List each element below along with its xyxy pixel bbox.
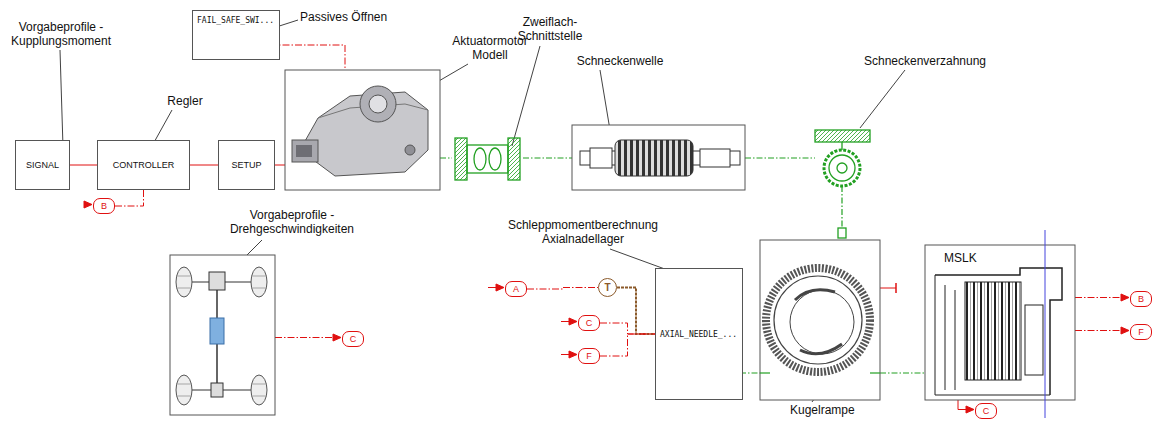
port-connector: C <box>342 331 364 347</box>
two-flat-coupling <box>455 138 520 180</box>
port-connector: B <box>1130 291 1152 307</box>
part-label: Vorgabeprofile - Drehgeschwindigkeiten <box>212 208 372 236</box>
signal-connector <box>527 288 598 290</box>
node-text: A <box>513 284 519 294</box>
signal-connector <box>600 334 655 356</box>
signal-connector <box>600 323 655 334</box>
worm-gear <box>815 130 870 238</box>
part-label: Zweiflach-Schnittstelle <box>505 15 595 43</box>
node-text: CONTROLLER <box>113 160 175 170</box>
node-text: SIGNAL <box>26 160 59 170</box>
actuator-motor <box>285 70 440 190</box>
part-label: Vorgabeprofile - Kupplungsmoment <box>5 20 117 48</box>
setup-block: SETUP <box>218 140 275 190</box>
node-text: B <box>101 201 107 211</box>
part-label: Schneckenwelle <box>560 54 680 68</box>
node-text: C <box>983 406 990 416</box>
signal-connector <box>70 165 97 166</box>
port-connector: C <box>975 403 997 419</box>
node-text: F <box>586 351 592 361</box>
port-connector: A <box>505 281 527 297</box>
bearing-block: AXIAL_NEEDLE_... <box>655 268 743 400</box>
signal-connector <box>617 288 655 335</box>
part-label: MSLK <box>944 251 988 265</box>
node-text: SETUP <box>231 160 261 170</box>
worm-shaft <box>572 125 745 190</box>
fail-safe-block: FAIL_SAFE_SWI... <box>192 10 280 60</box>
controller-block: CONTROLLER <box>97 140 190 190</box>
signal-connector <box>190 165 218 166</box>
node-text: F <box>1138 327 1144 337</box>
vehicle-drivetrain <box>170 255 275 415</box>
port-connector: B <box>93 198 115 214</box>
port-connector: C <box>578 315 600 331</box>
multi-plate-clutch <box>925 230 1075 418</box>
signal-connector <box>115 190 144 206</box>
node-text: FAIL_SAFE_SWI... <box>197 16 274 25</box>
node-text: C <box>586 318 593 328</box>
part-label: Passives Öffnen <box>300 10 410 24</box>
node-text: T <box>604 282 610 293</box>
node-text: B <box>1138 294 1144 304</box>
port-connector: F <box>1130 324 1152 340</box>
port-connector: F <box>578 348 600 364</box>
ball-ramp <box>760 240 880 400</box>
part-label: Schneckenverzahnung <box>850 54 1000 68</box>
node-text: AXIAL_NEEDLE_... <box>660 330 737 339</box>
part-label: Kugelrampe <box>790 403 880 417</box>
node-text: C <box>350 334 357 344</box>
layout-wires <box>270 45 1121 410</box>
thermal-port: T <box>598 278 617 297</box>
signal-block: SIGNAL <box>15 140 70 190</box>
part-label: Schleppmomentberechnung Axialnadellager <box>478 218 688 246</box>
part-label: Regler <box>160 94 210 108</box>
